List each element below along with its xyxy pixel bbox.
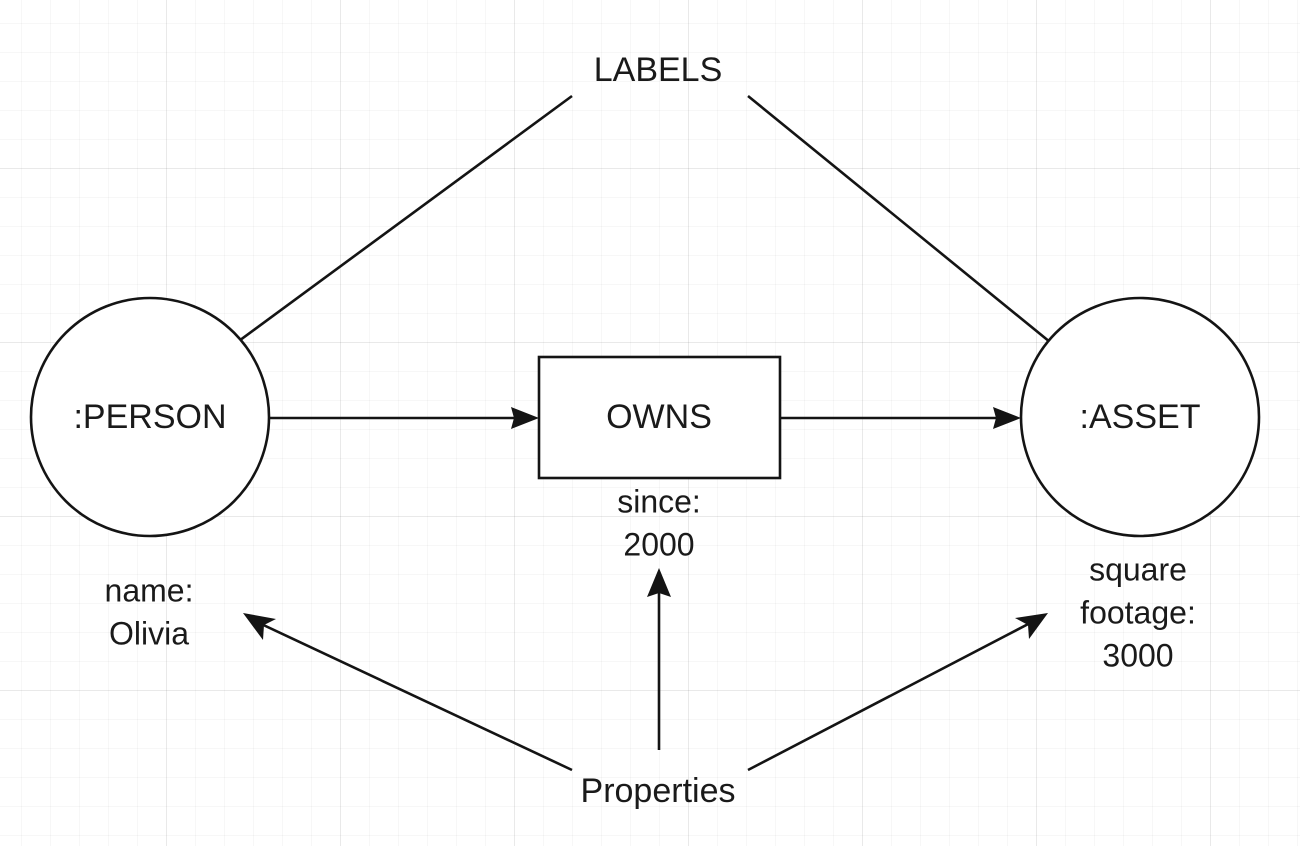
edge-person-to-owns-arrowhead [511,407,539,429]
edge-owns-to-asset[interactable] [780,407,1021,429]
person-property-key: name: [105,572,194,608]
relationship-property-key: since: [617,483,701,519]
relationship-properties-block: since: 2000 [617,483,701,562]
edge-properties-to-person-props-line [256,620,573,772]
edge-labels-to-person-line [193,94,573,376]
person-label: :PERSON [73,398,226,436]
labels-annotation-text: LABELS [594,51,723,89]
edge-properties-to-person-props-arrowhead [243,613,276,640]
properties-annotation-text: Properties [581,772,736,810]
asset-property-key-line2: footage: [1080,594,1196,630]
edge-properties-to-relationship-props-arrowhead [647,568,671,597]
person-circle[interactable] [29,296,271,538]
owns-rectangle[interactable] [537,355,782,480]
node-asset[interactable]: :ASSET [1019,296,1261,538]
edge-labels-to-asset-line [747,94,1089,375]
edge-properties-to-asset-props-arrowhead [1015,613,1048,639]
edge-owns-to-asset-arrowhead [993,407,1021,429]
person-property-value: Olivia [109,615,189,651]
person-properties-block: name: Olivia [105,572,194,651]
node-person[interactable]: :PERSON [29,296,271,538]
asset-label: :ASSET [1080,398,1201,436]
owns-label: OWNS [606,398,712,436]
edge-properties-to-asset-props-line [747,619,1035,772]
edge-properties-to-relationship-props[interactable] [647,568,671,750]
edge-properties-to-person-props[interactable] [243,613,573,772]
asset-properties-block: square footage: 3000 [1080,551,1196,673]
node-owns[interactable]: OWNS [537,355,782,480]
asset-circle[interactable] [1019,296,1261,538]
asset-property-value: 3000 [1102,637,1173,673]
edge-person-to-owns[interactable] [270,407,539,429]
asset-property-key-line1: square [1089,551,1187,587]
relationship-property-value: 2000 [623,526,694,562]
edge-properties-to-asset-props[interactable] [747,613,1048,772]
